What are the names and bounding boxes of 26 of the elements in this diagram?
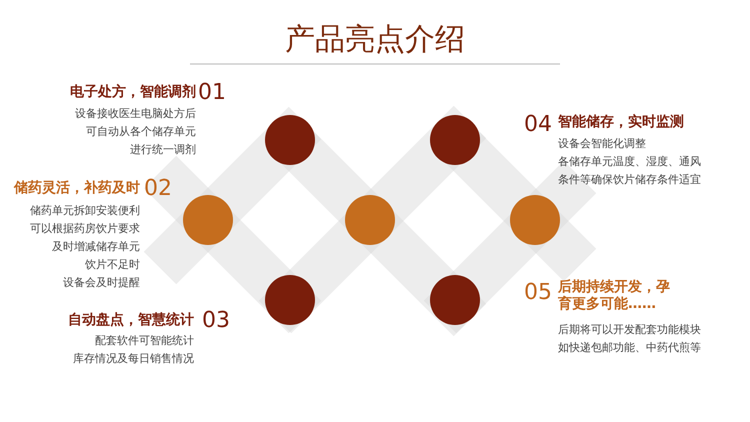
feature-heading: 智能储存，实时监测 bbox=[558, 114, 684, 131]
feature-description: 条件等确保饮片储存条件适宜 bbox=[558, 173, 701, 186]
title: 产品亮点介绍 bbox=[284, 22, 466, 58]
feature-description: 可以根据药房饮片要求 bbox=[30, 222, 140, 236]
feature-description: 储药单元拆卸安装便利 bbox=[30, 204, 140, 218]
feature-heading: 后期持续开发，孕育更多可能…… bbox=[558, 279, 670, 313]
feature-description: 设备会及时提醒 bbox=[63, 276, 140, 290]
feature-heading: 电子处方，智能调剂 bbox=[70, 84, 196, 101]
feature-number: 02 bbox=[144, 176, 172, 202]
feature-number: 05 bbox=[524, 280, 552, 306]
feature-number: 03 bbox=[202, 308, 230, 334]
feature-description: 配套软件可智能统计 bbox=[95, 334, 194, 348]
feature-description: 饮片不足时 bbox=[85, 258, 140, 272]
feature-description: 后期将可以开发配套功能模块 bbox=[558, 323, 701, 336]
feature-description: 设备会智能化调整 bbox=[558, 137, 646, 150]
feature-heading: 储药灵活，补药及时 bbox=[14, 180, 140, 197]
feature-description: 设备接收医生电脑处方后 bbox=[75, 107, 196, 120]
feature-description: 各储存单元温度、湿度、通风 bbox=[558, 155, 701, 168]
feature-description: 如快递包邮功能、中药代煎等 bbox=[558, 341, 701, 354]
feature-description: 可自动从各个储存单元 bbox=[86, 125, 196, 138]
feature-description: 进行统一调剂 bbox=[130, 143, 196, 156]
feature-number: 04 bbox=[524, 112, 552, 138]
feature-number: 01 bbox=[198, 80, 226, 106]
feature-description: 库存情况及每日销售情况 bbox=[73, 352, 194, 366]
feature-description: 及时增减储存单元 bbox=[52, 240, 140, 254]
feature-heading: 自动盘点，智慧统计 bbox=[68, 312, 194, 329]
